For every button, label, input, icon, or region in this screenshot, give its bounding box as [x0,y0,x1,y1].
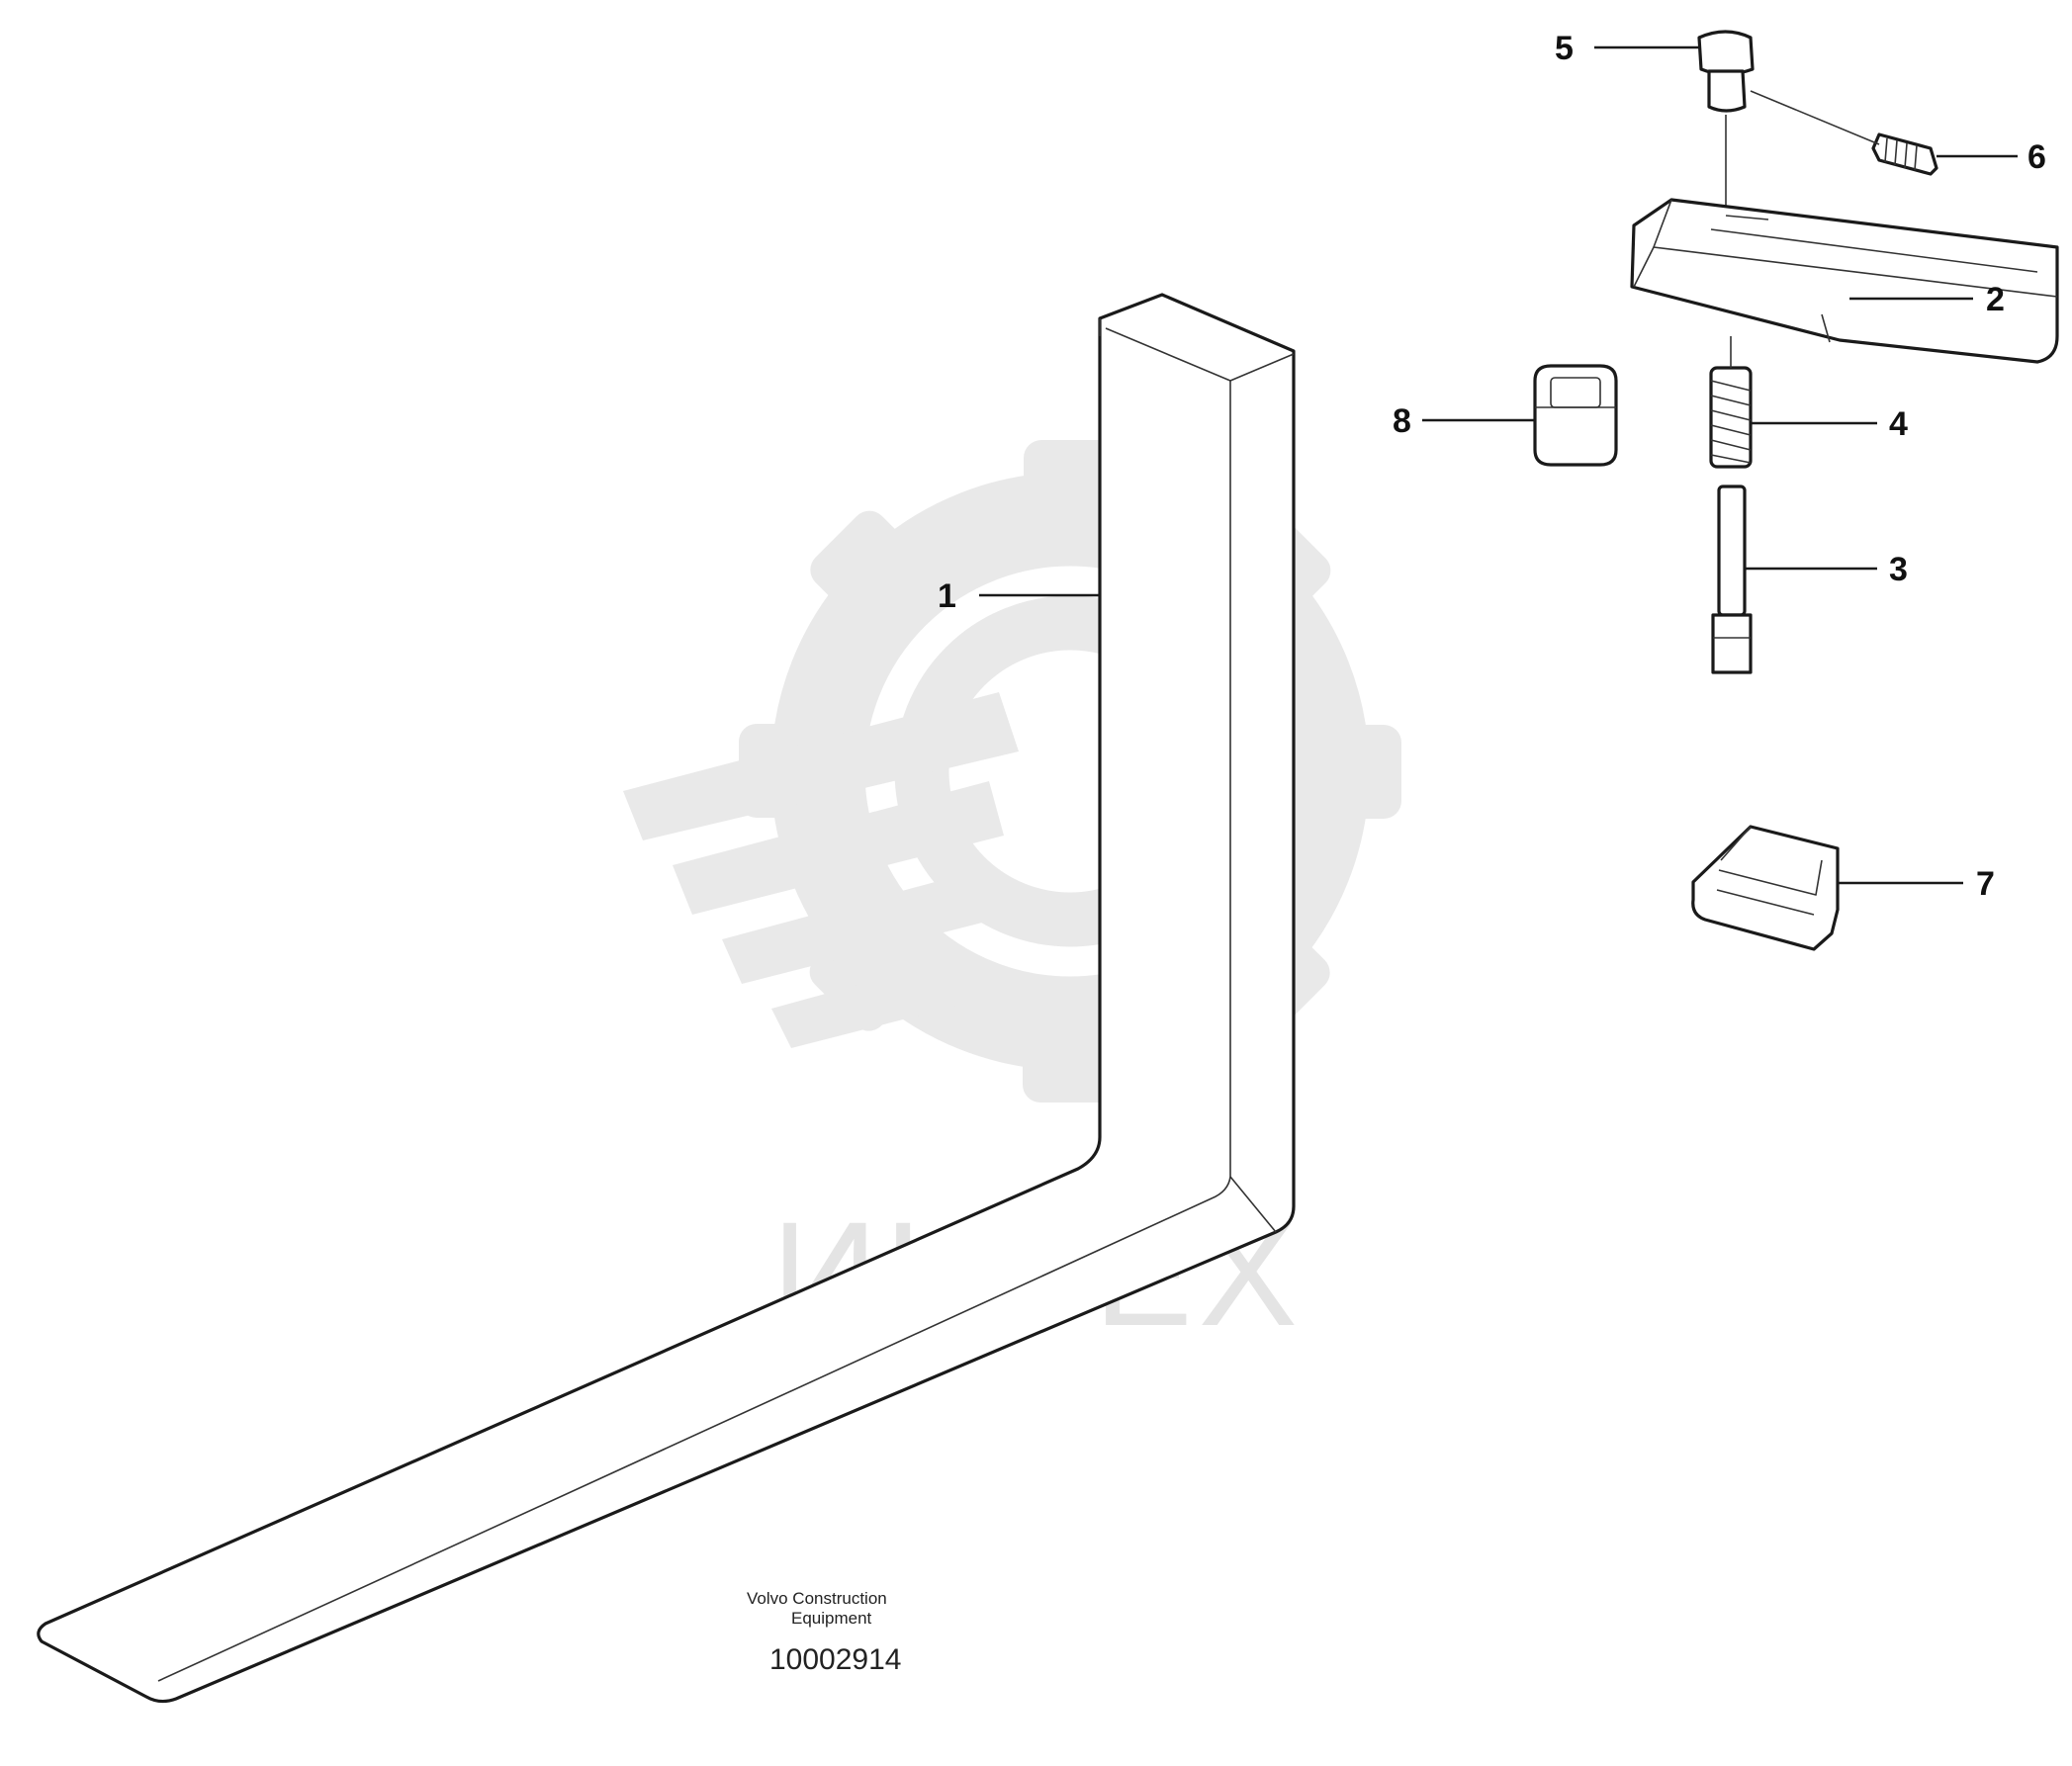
callout-8: 8 [1393,402,1411,440]
lower-hook [1691,825,1840,951]
reference-line2: Equipment [791,1609,872,1628]
reference-line1: Volvo Construction [747,1589,887,1608]
callout-6: 6 [2027,138,2046,176]
fork-hook-block [1630,198,2059,364]
fork-arm [37,293,1296,1704]
knob [1697,30,1755,213]
reference-block: Volvo Construction Equipment 10002914 [747,1589,901,1676]
callout-3: 3 [1889,551,1908,588]
callout-4: 4 [1889,405,1908,443]
reference-number: 10002914 [769,1643,901,1676]
callout-1: 1 [938,577,956,615]
set-screw [1750,90,1938,176]
callout-5: 5 [1555,30,1574,67]
compression-spring [1709,336,1753,469]
stop-block [1533,364,1618,467]
locking-pin [1711,485,1753,674]
callout-2: 2 [1986,281,2005,318]
callout-7: 7 [1976,865,1995,903]
